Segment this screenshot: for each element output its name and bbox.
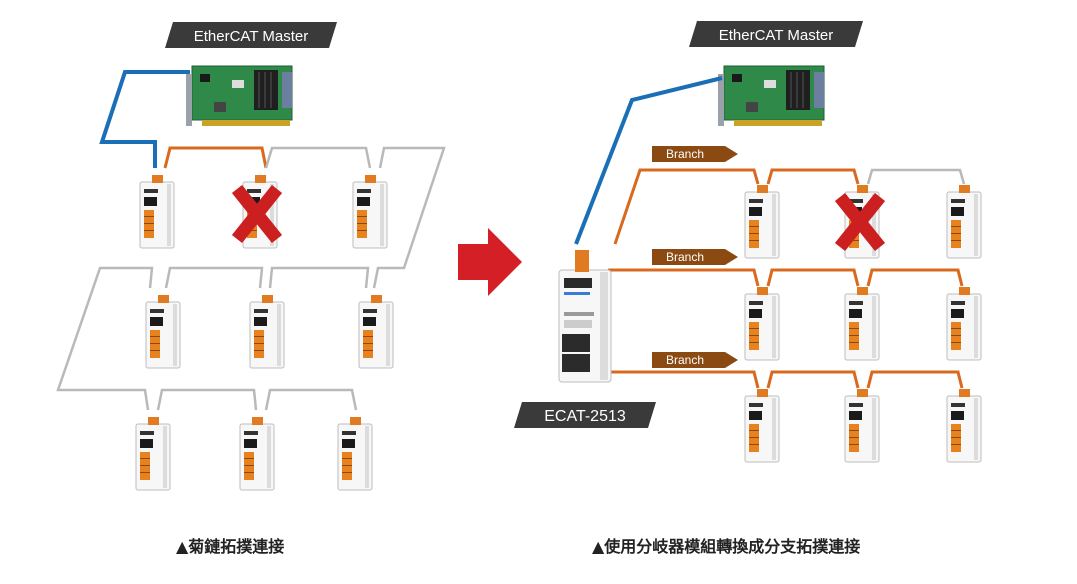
right-branch-cables — [608, 168, 964, 389]
branch-tag-3: Branch — [652, 352, 738, 368]
left-caption: ▲菊鏈拓撲連接 — [176, 537, 285, 556]
right-ethercat-master-card-icon — [717, 65, 825, 127]
gateway-label: ECAT-2513 — [544, 408, 626, 425]
right-module-7-icon — [744, 388, 780, 463]
left-blue-cable — [99, 70, 190, 168]
right-gray-cable — [866, 168, 966, 185]
right-module-6-icon — [946, 286, 982, 361]
branch-label-2: Branch — [666, 250, 704, 264]
branch-tag-1: Branch — [652, 146, 738, 162]
left-gray-cables — [56, 146, 446, 411]
right-module-8-icon — [844, 388, 880, 463]
left-module-6-icon — [358, 294, 394, 369]
left-module-1-icon — [139, 174, 175, 249]
right-module-5-icon — [844, 286, 880, 361]
left-master-label: EtherCAT Master — [194, 28, 308, 45]
right-master-label: EtherCAT Master — [719, 27, 833, 44]
right-module-4-icon — [744, 286, 780, 361]
left-master-label-tag — [165, 22, 337, 48]
branch-label-3: Branch — [666, 353, 704, 367]
right-module-3-icon — [946, 184, 982, 259]
left-module-8-icon — [239, 416, 275, 491]
right-master-label-tag — [689, 21, 863, 47]
right-module-1-icon — [744, 184, 780, 259]
right-blue-cable — [574, 76, 723, 245]
right-arrow-icon — [458, 228, 522, 296]
gateway-label-tag — [514, 402, 656, 428]
branch-label-1: Branch — [666, 147, 704, 161]
branch-tag-2: Branch — [652, 249, 738, 265]
right-caption: ▲使用分岐器模組轉換成分支拓撲連接 — [592, 537, 861, 556]
left-module-9-icon — [337, 416, 373, 491]
left-module-7-icon — [135, 416, 171, 491]
left-orange-cable — [163, 146, 268, 169]
left-module-4-icon — [145, 294, 181, 369]
left-module-5-icon — [249, 294, 285, 369]
left-ethercat-master-card-icon — [185, 65, 293, 127]
left-module-3-icon — [352, 174, 388, 249]
ecat-2513-gateway-icon — [558, 250, 612, 383]
right-module-9-icon — [946, 388, 982, 463]
